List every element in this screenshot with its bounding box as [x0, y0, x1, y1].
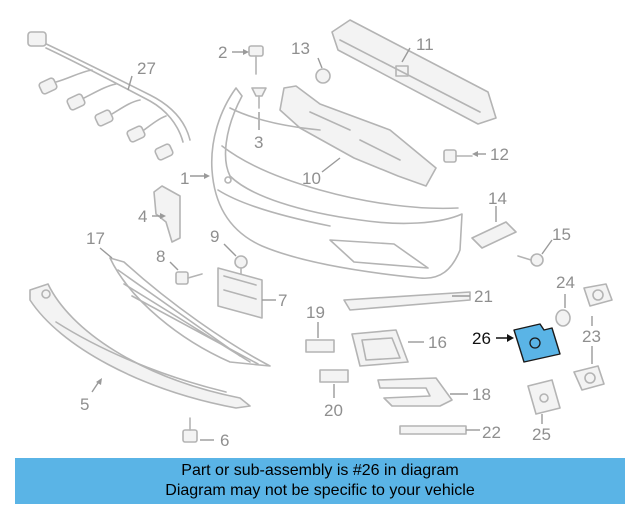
callout-10: 10 — [302, 169, 321, 188]
part-16-bezel — [351, 329, 424, 367]
part-11-reinforcement-bar — [331, 19, 497, 125]
callout-27: 27 — [137, 59, 156, 78]
callout-3: 3 — [254, 133, 263, 152]
part-22-molding-strip — [399, 425, 480, 435]
part-6-bolt — [182, 417, 214, 443]
part-14-reflector — [471, 206, 517, 249]
callout-21: 21 — [474, 287, 493, 306]
part-25-sensor-bracket — [527, 379, 561, 424]
banner-line-1: Part or sub-assembly is #26 in diagram — [181, 462, 459, 479]
part-26-sensor-holder — [496, 323, 561, 363]
part-7-license-bracket — [217, 267, 276, 319]
callout-17: 17 — [86, 229, 105, 248]
part-24-grommet — [555, 294, 571, 327]
part-21-molding — [343, 291, 471, 311]
part-3-clip — [251, 87, 267, 130]
callout-11: 11 — [416, 35, 434, 54]
callout-25: 25 — [532, 425, 551, 444]
part-27-wiring-harness — [27, 31, 191, 161]
callout-18: 18 — [472, 385, 491, 404]
part-23-parking-sensor — [573, 283, 613, 391]
callout-5: 5 — [80, 395, 89, 414]
callout-7: 7 — [278, 291, 287, 310]
part-1-bumper-cover — [190, 87, 463, 279]
part-8-bolt — [169, 261, 203, 285]
callout-12: 12 — [490, 145, 509, 164]
part-18-molding — [377, 377, 468, 407]
callout-6: 6 — [220, 431, 229, 450]
part-2-screw — [232, 45, 264, 75]
part-17-grille — [99, 247, 271, 367]
part-20-clip — [319, 369, 349, 398]
callout-14: 14 — [488, 189, 507, 208]
callout-26: 26 — [472, 329, 491, 348]
info-banner: Part or sub-assembly is #26 in diagram D… — [15, 458, 625, 504]
banner-line-2: Diagram may not be specific to your vehi… — [165, 482, 475, 499]
callout-9: 9 — [210, 227, 219, 246]
part-19-clip — [305, 322, 335, 353]
callout-16: 16 — [428, 333, 447, 352]
callout-19: 19 — [306, 303, 325, 322]
callout-15: 15 — [552, 225, 571, 244]
part-10-energy-absorber — [279, 85, 437, 187]
callout-1: 1 — [180, 169, 189, 188]
part-4-bracket — [152, 185, 181, 243]
callout-4: 4 — [138, 207, 147, 226]
part-13-nut — [315, 57, 331, 84]
callout-2: 2 — [218, 43, 227, 62]
callout-8: 8 — [156, 247, 165, 266]
part-9-screw — [223, 243, 248, 277]
callout-13: 13 — [291, 39, 310, 58]
callout-24: 24 — [556, 273, 575, 292]
part-15-bolt — [517, 239, 553, 267]
callout-20: 20 — [324, 401, 343, 420]
parts-diagram: 27 2 3 13 11 10 12 — [27, 19, 613, 450]
callout-23: 23 — [582, 327, 601, 346]
part-5-lower-spoiler — [29, 283, 251, 409]
part-12-bolt — [443, 149, 486, 163]
callout-22: 22 — [482, 423, 501, 442]
